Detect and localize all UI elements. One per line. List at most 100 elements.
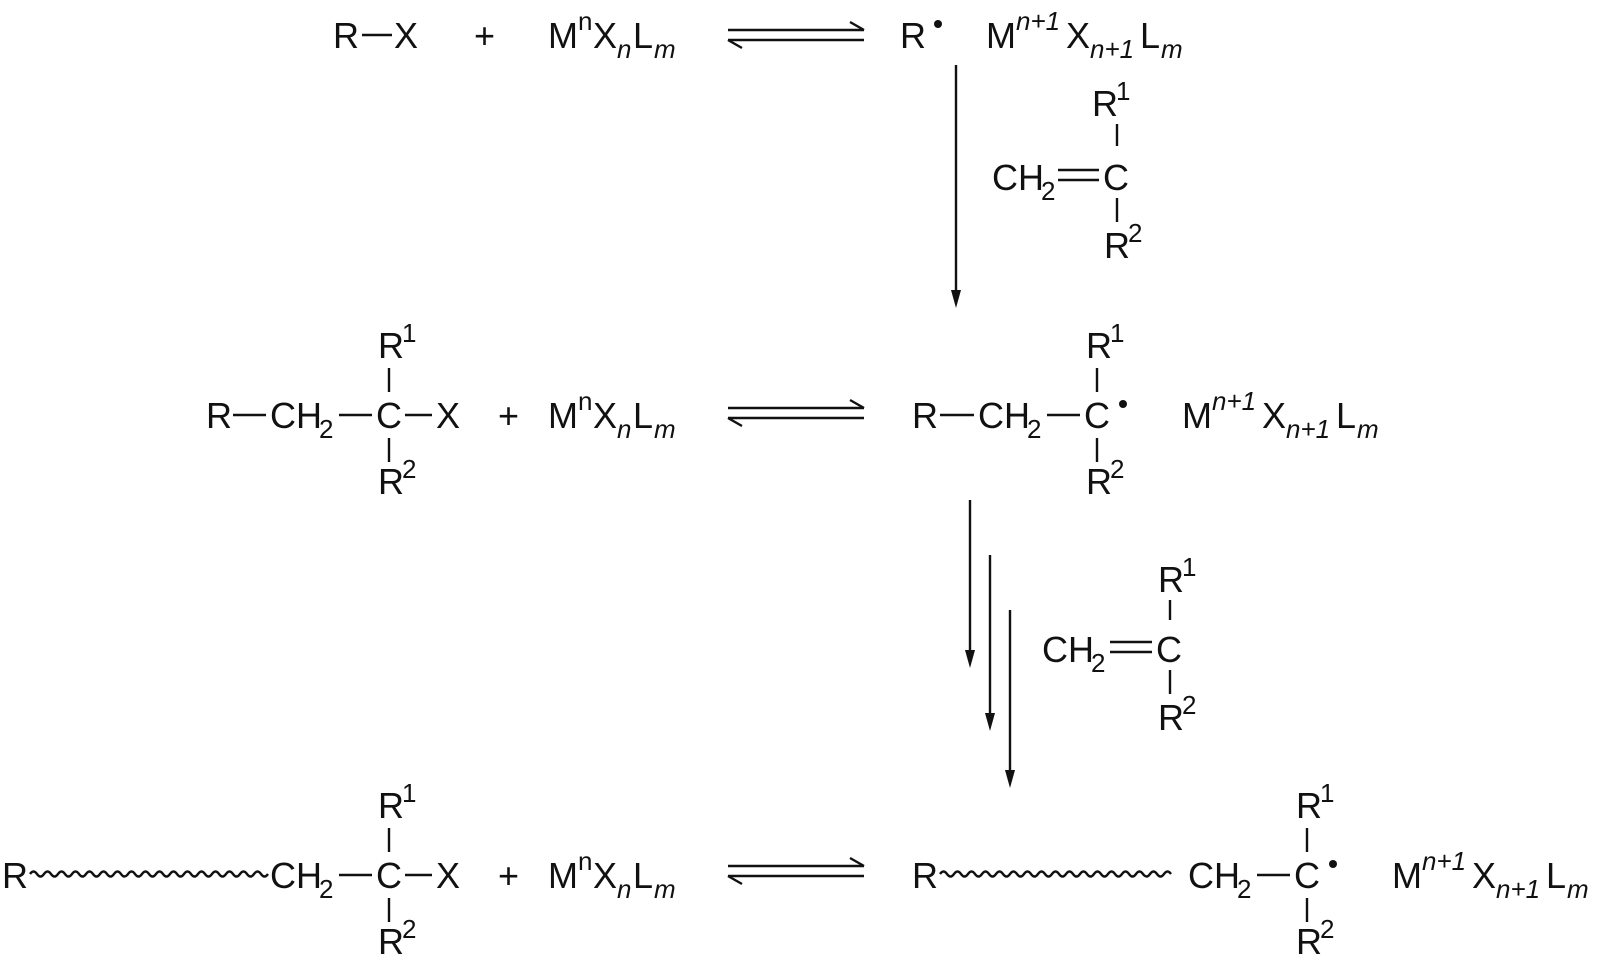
svg-text:n: n	[617, 874, 631, 904]
svg-text:M: M	[1392, 855, 1422, 896]
svg-text:n+1: n+1	[1090, 34, 1134, 64]
svg-text:1: 1	[1182, 552, 1196, 582]
svg-text:C: C	[376, 395, 402, 436]
svg-text:n+1: n+1	[1212, 386, 1256, 416]
svg-text:n: n	[578, 846, 592, 876]
svg-text:n+1: n+1	[1422, 846, 1466, 876]
svg-text:CH: CH	[992, 157, 1044, 198]
svg-text:M: M	[548, 395, 578, 436]
svg-text:2: 2	[1110, 454, 1124, 484]
svg-text:2: 2	[319, 414, 333, 444]
row-3-active-polymer-radical: R CH 2 C R 1 R 2	[912, 778, 1337, 962]
radical-r: R	[900, 15, 926, 56]
svg-text:M: M	[548, 855, 578, 896]
svg-text:n: n	[617, 34, 631, 64]
svg-text:R: R	[1158, 697, 1184, 738]
svg-text:R: R	[912, 855, 938, 896]
row-1-products: R M n+1 X n+1 L m	[900, 6, 1183, 64]
svg-text:2: 2	[402, 914, 416, 944]
svg-text:m: m	[654, 34, 676, 64]
svg-text:n: n	[617, 414, 631, 444]
svg-text:CH: CH	[270, 855, 322, 896]
svg-text:L: L	[633, 15, 653, 56]
row-2-dormant-species: R CH 2 C R 1 R 2 X	[206, 318, 460, 502]
svg-text:CH: CH	[1188, 855, 1240, 896]
alkyl-halide-x: X	[394, 15, 418, 56]
svg-text:n+1: n+1	[1286, 414, 1330, 444]
polymer-chain-wavy-2	[939, 870, 1172, 878]
monomer-2: R 1 CH 2 C R 2	[1042, 552, 1196, 738]
svg-text:L: L	[633, 855, 653, 896]
svg-text:1: 1	[1116, 76, 1130, 106]
svg-text:R: R	[2, 855, 28, 896]
plus-sign-1: +	[474, 15, 495, 56]
svg-text:m: m	[1161, 34, 1183, 64]
plus-sign-3: +	[498, 855, 519, 896]
svg-text:m: m	[1567, 874, 1589, 904]
svg-text:1: 1	[402, 318, 416, 348]
svg-text:CH: CH	[1042, 629, 1094, 670]
svg-text:R: R	[1086, 461, 1112, 502]
svg-text:2: 2	[1237, 874, 1251, 904]
row-1-reactants: R X + M n X n L m	[333, 6, 676, 64]
svg-text:R: R	[1104, 225, 1130, 266]
svg-text:R: R	[378, 325, 404, 366]
svg-text:R: R	[378, 921, 404, 962]
oxidized-metal-complex-1: M n+1 X n+1 L m	[986, 6, 1183, 64]
svg-text:CH: CH	[270, 395, 322, 436]
svg-text:C: C	[1294, 855, 1320, 896]
svg-text:X: X	[1262, 395, 1286, 436]
svg-text:C: C	[1084, 395, 1110, 436]
svg-text:n+1: n+1	[1496, 874, 1540, 904]
radical-dot-2	[1119, 400, 1127, 408]
metal-complex-3: M n X n L m	[548, 846, 676, 904]
svg-text:R: R	[1158, 559, 1184, 600]
svg-text:CH: CH	[978, 395, 1030, 436]
svg-text:M: M	[1182, 395, 1212, 436]
svg-text:L: L	[633, 395, 653, 436]
svg-text:L: L	[1140, 15, 1160, 56]
svg-text:R: R	[206, 395, 232, 436]
alkyl-halide-r: R	[333, 15, 359, 56]
row-2-active-radical: R CH 2 C R 1 R 2	[912, 318, 1127, 502]
svg-text:C: C	[1156, 629, 1182, 670]
svg-text:R: R	[378, 785, 404, 826]
svg-text:1: 1	[1110, 318, 1124, 348]
svg-text:1: 1	[402, 778, 416, 808]
svg-text:M: M	[548, 15, 578, 56]
row-3-dormant-polymer: R CH 2 C R 1 R 2 X	[2, 778, 460, 962]
svg-text:X: X	[1472, 855, 1496, 896]
plus-sign-2: +	[498, 395, 519, 436]
monomer-1: R 1 CH 2 C R 2	[992, 76, 1142, 266]
svg-text:X: X	[593, 15, 617, 56]
equilibrium-arrows-2	[727, 398, 865, 428]
equilibrium-arrows-1	[727, 20, 865, 50]
svg-text:X: X	[593, 395, 617, 436]
svg-text:2: 2	[1041, 176, 1055, 206]
polymer-chain-wavy-1	[29, 870, 269, 878]
svg-text:C: C	[376, 855, 402, 896]
propagation-arrows-multiple	[965, 500, 1015, 788]
svg-text:M: M	[986, 15, 1016, 56]
equilibrium-arrows-3	[727, 856, 865, 886]
svg-text:2: 2	[402, 454, 416, 484]
svg-text:R: R	[1296, 785, 1322, 826]
radical-dot-3	[1329, 860, 1337, 868]
metal-complex-2: M n X n L m	[548, 386, 676, 444]
svg-text:n: n	[578, 6, 592, 36]
svg-text:R: R	[378, 461, 404, 502]
svg-text:R: R	[912, 395, 938, 436]
svg-text:2: 2	[1027, 414, 1041, 444]
svg-text:R: R	[1296, 921, 1322, 962]
propagation-arrow-1	[951, 65, 961, 308]
svg-text:n: n	[578, 386, 592, 416]
svg-text:X: X	[436, 855, 460, 896]
oxidized-metal-complex-2: M n+1 X n+1 L m	[1182, 386, 1379, 444]
radical-dot-1	[934, 20, 942, 28]
svg-text:X: X	[436, 395, 460, 436]
svg-text:L: L	[1546, 855, 1566, 896]
svg-text:C: C	[1103, 157, 1129, 198]
svg-text:2: 2	[1320, 914, 1334, 944]
svg-text:L: L	[1336, 395, 1356, 436]
svg-text:2: 2	[1091, 648, 1105, 678]
